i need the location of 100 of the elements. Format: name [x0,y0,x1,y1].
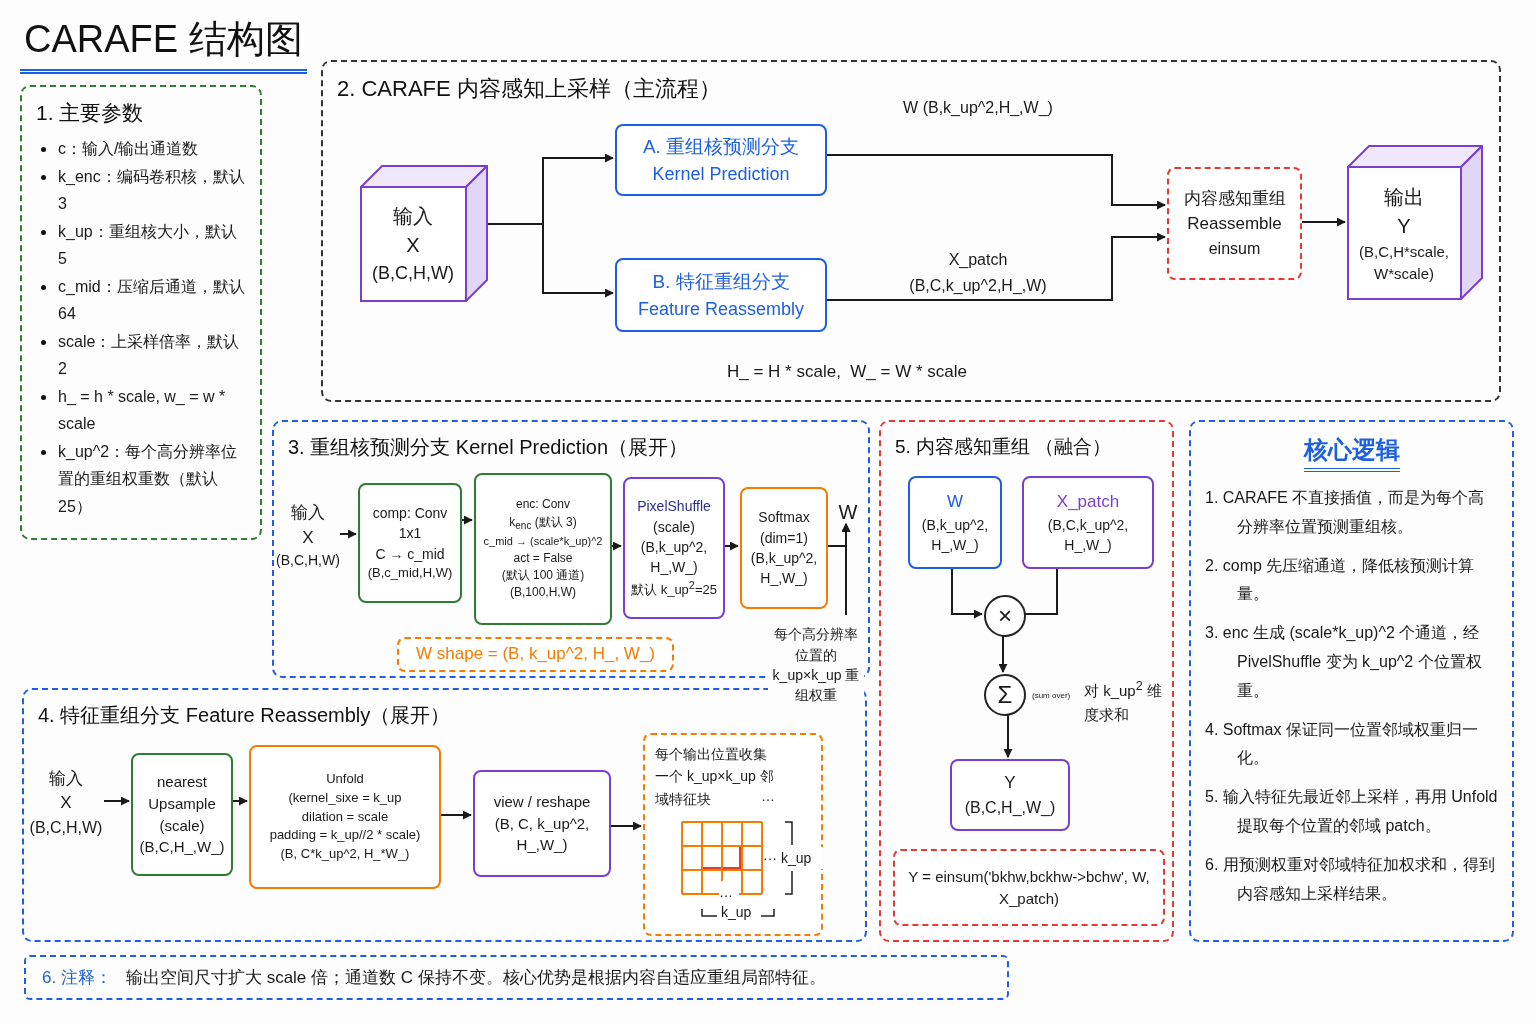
box-text: (B,C,H*scale, W*scale) [1358,241,1450,284]
box-text: (B,C,H_,W_) [964,797,1056,818]
box-text: view / reshape [493,791,591,812]
operator-sign: Σ [997,683,1013,707]
box-text: (dim=1) [760,528,808,548]
note-heading: 6. 注释： [42,967,112,989]
list-item: 2. comp 先压缩通道，降低核预测计算量。 [1205,555,1476,605]
box-text: 内容感知重组 [1183,188,1286,211]
process-box [623,477,725,619]
box-text: 默认 k_up$^{2}$=25 [631,577,717,599]
process-box [358,483,462,603]
label-text: 输入 [49,767,83,790]
box-text: einsum [1208,238,1261,259]
arrow [103,796,130,806]
panel-title: 1. 主要参数 [36,100,145,126]
list-item: 1. CARAFE 不直接插值，而是为每个高分辨率位置预测重组核。 [1205,488,1486,537]
list-item: 4. Softmax 保证同一位置邻域权重归一化。 [1205,719,1479,769]
dashed-panel [1189,420,1514,942]
box-text: (B,100,H,W) [510,584,576,602]
box-text: (scale) [653,517,695,537]
box-text: (kernel_sixe = k_up [288,788,402,807]
box-text: W shape = (B, k_up^2, H_, W_) [416,643,655,666]
dashed-box [893,849,1165,926]
process-box [473,770,611,877]
dashed-panel [879,420,1174,942]
box-text: A. 重组核预测分支 [642,135,800,160]
arrow [1003,713,1013,758]
box-text: (B,k_up^2, H_,W_) [749,549,819,589]
list-item: c：输入/输出通道数 [36,135,246,163]
label-text: 输入 [291,502,325,525]
annotation-text: (sum over) [1032,690,1072,702]
panel-title: 4. 特征重组分支 Feature Reassembly（展开） [38,703,452,728]
box-text: (scale) [159,815,205,836]
box-text: (B,C,H_,W_) [139,837,225,858]
process-box [1022,476,1154,569]
box-text: Reassemble [1187,212,1282,235]
dimension-label: ··· k_up [763,847,823,870]
box-text: (B, C, k_up^2, H_,W_) [493,813,591,856]
box-text: Y [1004,772,1016,795]
diagram-title: CARAFE 结构图 [20,14,307,74]
label-text: W [838,499,858,525]
box-text: (B,C,k_up^2, H_,W_) [1046,515,1130,555]
process-box [474,473,612,625]
arrow [951,566,983,619]
label-text: X [302,526,314,549]
list-item: 3. enc 生成 (scale*k_up)^2 个通道，经 PivelShuffle 变为 k_up^2 个位置权重。 [1205,623,1483,701]
box-text: act = False [513,549,573,567]
process-box [950,759,1070,831]
label-text: (B,C,H,W) [276,551,340,571]
note-bar [24,955,1009,1000]
operator-sign: × [998,604,1012,628]
box-text: enc: Conv [516,496,570,514]
box-text: c_mid → (scale*k_up)^2 [483,533,603,549]
box-text: nearest [156,772,207,792]
box-text: X [406,233,420,259]
box-text: Upsample [148,793,216,814]
box-text: (B,C,H,W) [372,262,454,286]
box-text: k$_{enc}$ (默认 3) [509,513,577,534]
process-box [615,258,827,332]
box-text: (B, C*k_up^2, H_*W_) [280,845,410,864]
label-text: (B,C,H,W) [29,818,103,839]
dashed-box [1167,167,1302,280]
dashed-panel [20,85,262,540]
list-item: 5. 输入特征先最近邻上采样，再用 Unfold 提取每个位置的邻域 patch。 [1205,787,1498,836]
box-text: Feature Reassembly [637,297,805,321]
note-text: 输出空间尺寸扩大 scale 倍；通道数 C 保持不变。核心优势是根据内容自适应重组局部特征。 [125,967,826,989]
box-text: 输出 [1384,184,1424,210]
note-text: H_ = H * scale, W_ = W * scale [727,362,967,382]
label-text: X [60,792,72,815]
panel-title: 2. CARAFE 内容感知上采样（主流程） [337,75,722,103]
dashed-box [643,733,823,936]
process-box [615,124,827,196]
dashed-box [397,637,674,672]
box-text: (默认 100 通道) [501,566,585,584]
list-item: 6. 用预测权重对邻域特征加权求和，得到内容感知上采样结果。 [1205,854,1496,904]
box-text: Y = einsum('bkhw,bckhw->bchw', W, X_patch) [907,866,1151,909]
box-text: W [946,490,963,513]
box-text: Unfold [326,769,364,788]
box-text: comp: Conv [372,504,448,524]
arrow [998,634,1008,673]
process-box [249,745,441,889]
annotation-text: 对 k_up$^{2}$ 维度求和 [1084,678,1162,725]
process-box [740,487,828,609]
box-text: X_patch [1056,490,1120,513]
box-text: (B,c_mid,H,W) [367,564,453,582]
box-text: padding = k_up//2 * scale) [269,826,421,845]
panel-title: 5. 内容感知重组 （融合） [895,435,1113,459]
arrow [339,529,357,539]
box-text: 1x1 [398,524,422,544]
dashed-panel [321,60,1501,402]
process-box [131,753,233,876]
operator-circle [984,595,1026,637]
label-text: 每个高分辨率位置的 k_up×k_up 重组权重 [771,625,861,706]
list-item: k_up^2：每个高分辨率位置的重组权重数（默认 25） [36,437,246,521]
box-text: dilation = scale [301,807,389,826]
box-text: Y [1397,213,1411,239]
box-text: (B,k_up^2, H_,W_) [920,515,990,555]
panel-heading: 核心逻辑 [1303,434,1400,472]
process-box [908,476,1002,569]
box-text: PixelShuffle [637,497,711,517]
